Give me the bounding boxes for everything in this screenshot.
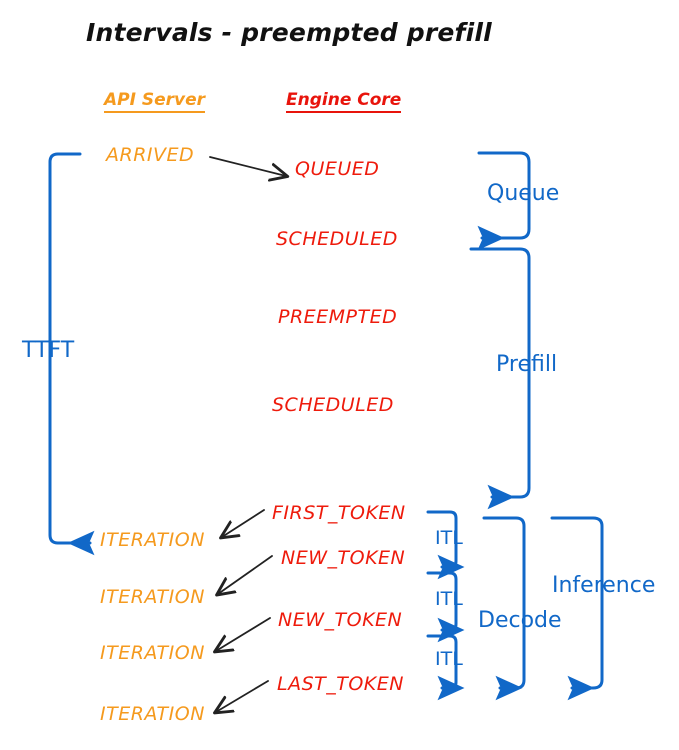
interval-label-prefill: Prefill	[496, 352, 558, 377]
queue-bracket	[477, 151, 531, 251]
itl-bracket-3	[426, 634, 465, 701]
engine-event-queued: QUEUED	[295, 158, 380, 180]
prefill-bracket	[469, 247, 531, 510]
interval-label-ttft: TTFT	[22, 338, 75, 363]
new-token-to-iteration-arrow-1	[218, 555, 273, 594]
last-token-to-iteration-arrow	[216, 680, 269, 712]
itl-bracket-1	[426, 510, 465, 580]
column-header-engine-core: Engine Core	[286, 92, 402, 113]
engine-event-first-token: FIRST_TOKEN	[272, 502, 406, 524]
api-event-iteration-4: ITERATION	[100, 703, 205, 725]
arrived-to-queued-arrow	[209, 156, 286, 176]
itl-bracket-2	[426, 571, 465, 643]
engine-event-scheduled-2: SCHEDULED	[272, 394, 394, 416]
diagram-title: Intervals - preempted prefill	[86, 18, 492, 47]
api-event-iteration-2: ITERATION	[100, 586, 205, 608]
column-header-api-server: API Server	[104, 92, 206, 113]
api-event-arrived: ARRIVED	[106, 144, 195, 166]
engine-event-preempted: PREEMPTED	[278, 306, 398, 328]
interval-label-inference: Inference	[552, 573, 656, 598]
inference-bracket	[550, 516, 604, 701]
engine-event-new-token-1: NEW_TOKEN	[281, 547, 406, 569]
interval-label-itl-2: ITL	[435, 588, 463, 610]
interval-label-itl-3: ITL	[435, 648, 463, 670]
new-token-to-iteration-arrow-2	[216, 617, 271, 651]
ttft-bracket	[48, 152, 95, 556]
first-token-to-iteration-arrow	[222, 509, 265, 537]
interval-label-decode: Decode	[478, 608, 562, 633]
engine-event-scheduled-1: SCHEDULED	[276, 228, 398, 250]
interval-label-itl-1: ITL	[435, 527, 463, 549]
engine-event-last-token: LAST_TOKEN	[277, 673, 404, 695]
engine-event-new-token-2: NEW_TOKEN	[278, 609, 403, 631]
interval-label-queue: Queue	[487, 181, 560, 206]
decode-bracket	[482, 516, 526, 701]
api-event-iteration-1: ITERATION	[100, 529, 205, 551]
api-event-iteration-3: ITERATION	[100, 642, 205, 664]
